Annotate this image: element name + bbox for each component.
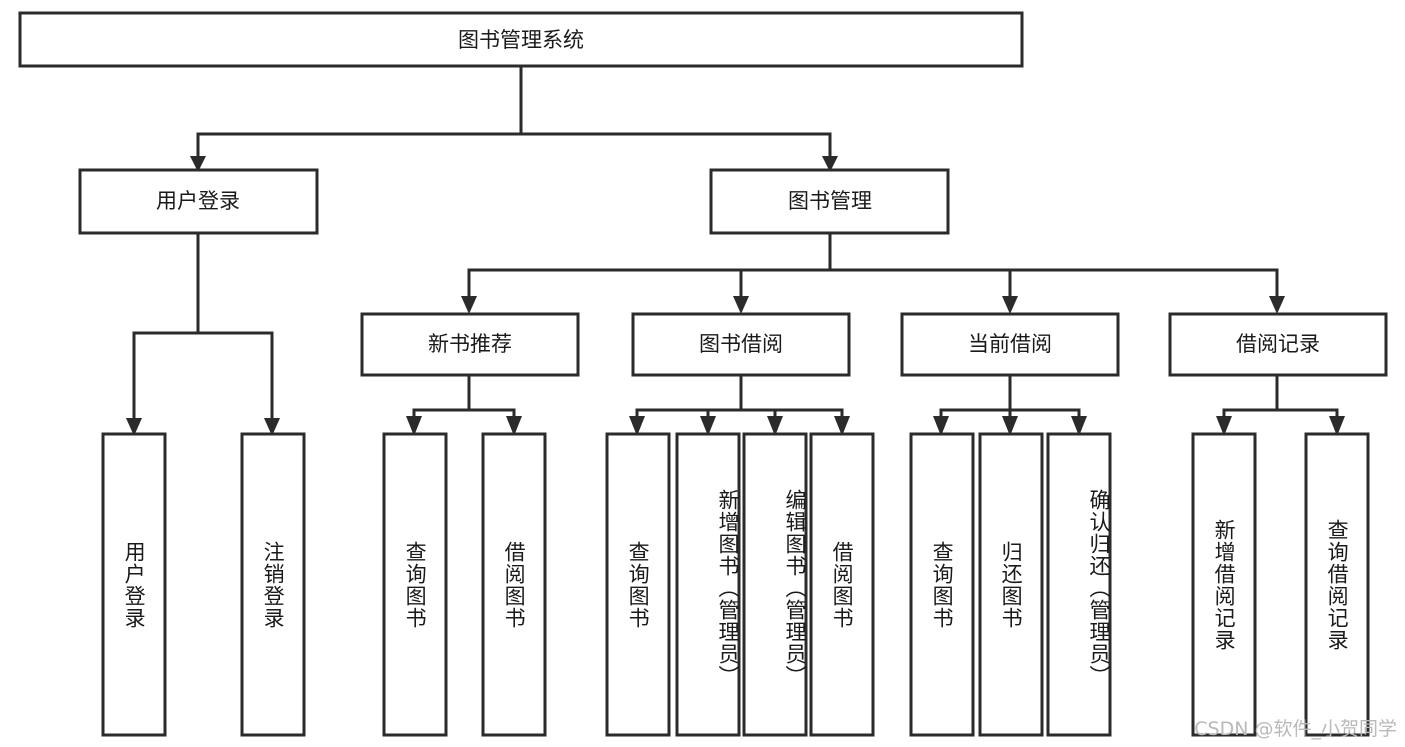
- leaf-box-edit-book-admin[interactable]: [742, 432, 808, 737]
- node-book-manage[interactable]: 图书管理: [709, 168, 950, 235]
- node-current-borrow[interactable]: 当前借阅: [900, 312, 1120, 377]
- leaf-box-borrow-book-1[interactable]: [481, 432, 547, 737]
- node-new-book-recommend-label: 新书推荐: [428, 332, 512, 356]
- leaf-box-query-book-1[interactable]: [382, 432, 448, 737]
- node-current-borrow-label: 当前借阅: [968, 332, 1052, 356]
- node-book-borrow[interactable]: 图书借阅: [631, 312, 851, 377]
- node-user-login-label: 用户登录: [156, 189, 240, 213]
- leaf-box-user-login[interactable]: [101, 432, 167, 737]
- connector-newbook-to-leaves: [406, 373, 522, 436]
- leaf-box-confirm-return-admin[interactable]: [1046, 432, 1112, 737]
- node-borrow-record[interactable]: 借阅记录: [1168, 312, 1388, 377]
- leaf-box-logout[interactable]: [240, 432, 306, 737]
- leaf-box-add-borrow-record[interactable]: [1191, 432, 1257, 737]
- node-new-book-recommend[interactable]: 新书推荐: [360, 312, 580, 377]
- node-book-borrow-label: 图书借阅: [699, 332, 783, 356]
- csdn-watermark: CSDN @软件_小贺同学: [1194, 718, 1397, 740]
- node-book-manage-label: 图书管理: [788, 189, 872, 213]
- connector-borrowrecord-to-leaves: [1216, 373, 1345, 436]
- connector-currentborrow-to-leaves: [933, 373, 1087, 436]
- node-user-login[interactable]: 用户登录: [78, 168, 319, 235]
- connector-root-to-level2: [190, 64, 838, 172]
- node-root-label: 图书管理系统: [458, 28, 584, 52]
- connector-userlogin-to-leaves: [126, 231, 280, 436]
- leaf-box-query-borrow-record[interactable]: [1304, 432, 1370, 737]
- connector-bookmanage-to-level3: [461, 231, 1285, 314]
- leaf-box-add-book-admin[interactable]: [675, 432, 741, 737]
- leaf-box-borrow-book-2[interactable]: [809, 432, 875, 737]
- node-borrow-record-label: 借阅记录: [1236, 332, 1320, 356]
- node-root[interactable]: 图书管理系统: [18, 11, 1024, 68]
- leaf-box-return-book[interactable]: [978, 432, 1044, 737]
- leaf-box-query-book-2[interactable]: [605, 432, 671, 737]
- leaf-box-query-book-3[interactable]: [909, 432, 975, 737]
- connector-bookborrow-to-leaves: [629, 373, 850, 436]
